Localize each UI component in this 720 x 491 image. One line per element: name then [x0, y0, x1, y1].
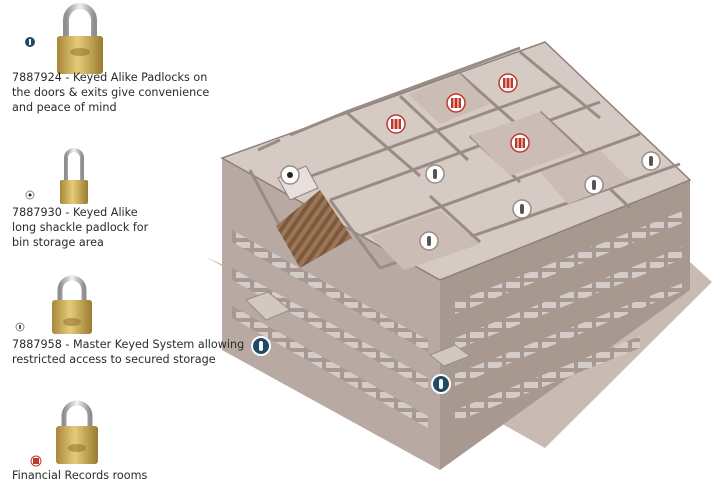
- white-circle-marker: [641, 151, 661, 171]
- red-stripe-marker: [30, 455, 42, 467]
- brass-padlock-long-shackle: [60, 148, 88, 204]
- red-stripe-marker: [446, 93, 466, 113]
- brass-padlock-financial: [56, 400, 98, 464]
- legend-item-keyed-alike: 7887924 - Keyed Alike Padlocks on the do…: [12, 71, 210, 114]
- ground-plate: [206, 257, 712, 448]
- white-circle-marker: [15, 322, 25, 332]
- white-circle-marker: [419, 231, 439, 251]
- entrance-canopy-front: [429, 344, 472, 367]
- red-stripe-marker: [386, 114, 406, 134]
- entrance-canopy-left: [245, 291, 291, 321]
- blue-circle-marker: [431, 374, 451, 394]
- red-stripe-marker: [498, 73, 518, 93]
- legend-item-financial-records: Financial Records rooms: [12, 469, 148, 482]
- white-circle-marker: [584, 175, 604, 195]
- black-dot-marker: [280, 165, 300, 185]
- black-dot-marker: [25, 190, 35, 200]
- legend-item-long-shackle: 7887930 - Keyed Alike long shackle padlo…: [12, 206, 149, 249]
- white-circle-marker: [512, 199, 532, 219]
- brass-padlock-standard: [57, 3, 103, 74]
- red-stripe-marker: [510, 133, 530, 153]
- wood-floor-area: [276, 190, 352, 268]
- building-left-facade: [222, 158, 440, 470]
- legend-item-master-keyed: 7887958 - Master Keyed System allowing r…: [12, 338, 245, 366]
- window-bands: [455, 210, 685, 422]
- brass-padlock-master-keyed: [52, 275, 92, 334]
- blue-circle-marker: [251, 336, 271, 356]
- white-circle-marker: [425, 164, 445, 184]
- blue-circle-marker: [25, 37, 35, 47]
